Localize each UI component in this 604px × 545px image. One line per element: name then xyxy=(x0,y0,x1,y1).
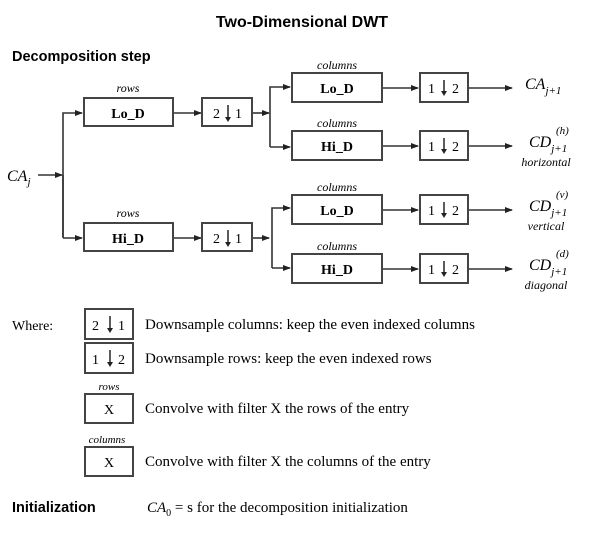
svg-text:columns: columns xyxy=(89,434,126,446)
svg-text:2: 2 xyxy=(92,319,99,334)
svg-text:1: 1 xyxy=(428,204,435,219)
svg-text:Hi_D: Hi_D xyxy=(112,232,144,247)
columns-label: columns xyxy=(317,180,357,194)
svg-text:1: 1 xyxy=(92,353,99,368)
svg-text:1: 1 xyxy=(118,319,125,334)
svg-text:1: 1 xyxy=(235,232,242,247)
rows-label-upper: rows xyxy=(117,81,140,95)
svg-text:Downsample rows: keep the even: Downsample rows: keep the even indexed r… xyxy=(145,351,432,367)
output-superscript: (v) xyxy=(556,189,569,201)
svg-text:Lo_D: Lo_D xyxy=(111,107,144,122)
output-superscript: (d) xyxy=(556,248,569,260)
legend-item-downsample-columns: 2 1 Downsample columns: keep the even in… xyxy=(84,308,475,340)
section-decomposition: Decomposition step xyxy=(12,49,151,65)
output-label: CDj+1 xyxy=(529,134,567,155)
svg-text:Downsample columns: keep the e: Downsample columns: keep the even indexe… xyxy=(145,317,475,333)
downsample-columns-lower: 2 1 xyxy=(201,222,253,252)
svg-text:Convolve with filter X the col: Convolve with filter X the columns of th… xyxy=(145,454,431,470)
columns-label: columns xyxy=(317,116,357,130)
svg-text:2: 2 xyxy=(213,107,220,122)
svg-text:1: 1 xyxy=(428,140,435,155)
svg-text:X: X xyxy=(104,403,114,418)
svg-text:Convolve with filter X the row: Convolve with filter X the rows of the e… xyxy=(145,401,410,417)
svg-text:2: 2 xyxy=(452,82,459,97)
svg-text:X: X xyxy=(104,456,114,471)
rows-hi-filter: Hi_D xyxy=(83,222,174,252)
svg-text:2: 2 xyxy=(213,232,220,247)
output-label: CAj+1 xyxy=(525,76,561,97)
page-title: Two-Dimensional DWT xyxy=(216,14,388,31)
svg-text:2: 2 xyxy=(118,353,125,368)
output-label: CDj+1 xyxy=(529,198,567,219)
columns-hi-filter: Hi_D xyxy=(291,253,383,284)
svg-text:Hi_D: Hi_D xyxy=(321,140,353,155)
input-label: CAj xyxy=(7,168,31,188)
svg-text:rows: rows xyxy=(99,381,120,393)
svg-text:Lo_D: Lo_D xyxy=(320,82,353,97)
svg-text:1: 1 xyxy=(235,107,242,122)
where-label: Where: xyxy=(12,319,53,334)
initialization-label: Initialization xyxy=(12,500,96,516)
output-caption: vertical xyxy=(528,219,565,233)
legend-item-downsample-rows: 1 2 Downsample rows: keep the even index… xyxy=(84,342,432,374)
svg-text:2: 2 xyxy=(452,263,459,278)
initialization-text: CA0 = s for the decomposition initializa… xyxy=(147,500,408,519)
legend-item-convolve-columns: columns X Convolve with filter X the col… xyxy=(84,434,431,477)
columns-lo-filter: Lo_D xyxy=(291,194,383,225)
columns-label: columns xyxy=(317,239,357,253)
svg-text:1: 1 xyxy=(428,263,435,278)
columns-label: columns xyxy=(317,58,357,72)
svg-text:Hi_D: Hi_D xyxy=(321,263,353,278)
columns-hi-filter: Hi_D xyxy=(291,130,383,161)
output-caption: diagonal xyxy=(525,278,568,292)
rows-lo-filter: Lo_D xyxy=(83,97,174,127)
legend-item-convolve-rows: rows X Convolve with filter X the rows o… xyxy=(84,381,410,424)
svg-text:1: 1 xyxy=(428,82,435,97)
downsample-columns-upper: 2 1 xyxy=(201,97,253,127)
columns-lo-filter: Lo_D xyxy=(291,72,383,103)
output-caption: horizontal xyxy=(521,155,571,169)
svg-text:2: 2 xyxy=(452,204,459,219)
svg-text:2: 2 xyxy=(452,140,459,155)
svg-text:Lo_D: Lo_D xyxy=(320,204,353,219)
rows-label-lower: rows xyxy=(117,206,140,220)
output-superscript: (h) xyxy=(556,125,569,137)
output-label: CDj+1 xyxy=(529,257,567,278)
